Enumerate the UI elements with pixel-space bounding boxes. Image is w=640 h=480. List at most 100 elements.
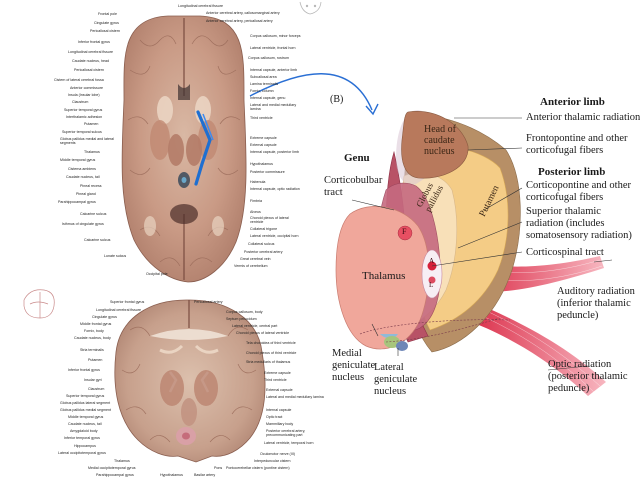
- top-right-label: Fornix, column: [250, 89, 274, 93]
- bottom-left-label: Claustrum: [88, 387, 105, 391]
- a-marker: A: [429, 257, 435, 265]
- top-right-label: Subcallosal area: [250, 75, 277, 79]
- bottom-right-label: Third ventricle: [264, 378, 287, 382]
- bottom-left-label: Insular gyri: [84, 378, 102, 382]
- thalamus-label: Thalamus: [362, 270, 406, 282]
- anterior-thalamic-radiation-label: Anterior thalamic radiation: [526, 112, 640, 123]
- bottom-left-label: Amygdaloid body: [70, 429, 98, 433]
- top-left-label: Parahippocampal gyrus: [58, 200, 96, 204]
- top-right-label: Choroid plexus of lateral ventricle: [250, 216, 289, 225]
- bottom-right-label: Optic tract: [266, 415, 283, 419]
- top-right-label: Lateral ventricle, frontal horn: [250, 46, 296, 50]
- top-right-label: Posterior commissure: [250, 170, 285, 174]
- top-left-label: Isthmus of cingulate gyrus: [62, 222, 104, 226]
- bottom-left-label: Longitudinal cerebral fissure: [96, 308, 141, 312]
- bottom-left-label: Hippocampus: [74, 444, 96, 448]
- top-left-label: Superior temporal sulcus: [62, 130, 102, 134]
- bottom-right-label: Basilar artery: [194, 473, 216, 477]
- bottom-left-label: Globus pallidus lateral segment: [60, 401, 111, 405]
- top-label: Anterior cerebral artery, pericallosal a…: [206, 19, 273, 23]
- top-right-label: Collateral trigone: [250, 227, 278, 231]
- bottom-right-label: Posterior cerebral artery, precommunicat…: [266, 429, 306, 438]
- bottom-left-label: Inferior temporal gyrus: [64, 436, 100, 440]
- panel-letter: (B): [330, 94, 344, 105]
- bottom-left-label: Inferior frontal gyrus: [68, 368, 100, 372]
- bottom-right-label: Internal capsule: [266, 408, 292, 412]
- top-left-label: Pineal gland: [76, 192, 96, 196]
- bottom-left-label: Lateral occipitotemporal gyrus: [58, 451, 106, 455]
- lateral-geniculate-label: Lateral geniculate nucleus: [374, 362, 418, 397]
- bottom-left-label: Caudate nucleus, tail: [68, 422, 102, 426]
- bottom-left-label: Putamen: [88, 358, 103, 362]
- top-right-label: Habenula: [250, 180, 266, 184]
- medial-geniculate-label: Medial geniculate nucleus: [332, 348, 376, 383]
- top-right-label: Alveus: [250, 210, 261, 214]
- bottom-right-label: Extreme capsule: [264, 371, 291, 375]
- top-left-label: Pericallosal cistern: [90, 29, 120, 33]
- bottom-left-label: Parahippocampal gyrus: [96, 473, 134, 477]
- top-left-label: Insula (Insular lobe): [68, 93, 100, 97]
- top-left-label: Occipital pole: [146, 272, 168, 276]
- bottom-right-label: Corpus callosum, body: [226, 310, 263, 314]
- bottom-coronal-section: [114, 299, 266, 463]
- bottom-right-label: Oculomotor nerve (III): [260, 452, 295, 456]
- bottom-left-label: Fornix, body: [84, 329, 104, 333]
- top-right-label: Corpus callosum, minor forceps: [250, 34, 301, 38]
- bottom-left-label: Stria terminalis: [80, 348, 104, 352]
- top-left-label: Superior temporal gyrus: [64, 108, 103, 112]
- bottom-left-label: Superior temporal gyrus: [66, 394, 105, 398]
- bottom-right-label: Choroid plexus of lateral ventricle: [236, 331, 290, 335]
- top-right-label: Vermis of cerebellum: [234, 264, 268, 268]
- bottom-left-label: Superior frontal gyrus: [110, 300, 145, 304]
- bottom-right-label: External capsule: [266, 388, 293, 392]
- top-left-label: Cistern of lateral cerebral fossa: [54, 78, 104, 82]
- bottom-right-label: Mammillary body: [266, 422, 294, 426]
- top-right-label: Internal capsule, genu: [250, 96, 286, 100]
- top-right-label: Lateral and medial medullary lamina: [250, 103, 297, 112]
- top-left-label: Inferior frontal gyrus: [78, 40, 110, 44]
- top-left-label: Cingulate gyrus: [94, 21, 119, 25]
- head-orientation-icon: [299, 1, 322, 15]
- top-left-label: Lunate sulcus: [104, 254, 127, 258]
- top-label: Anterior cerebral artery, callosomargina…: [206, 11, 280, 15]
- anterior-limb-heading: Anterior limb: [540, 96, 605, 108]
- top-right-label: Third ventricle: [250, 116, 273, 120]
- top-left-label: Interthalamic adhesion: [66, 115, 103, 119]
- top-left-label: Globus pallidus medial and lateral segme…: [60, 137, 114, 146]
- top-right-label: Internal capsule, posterior limb: [250, 150, 299, 154]
- top-left-label: Pericallosal cistern: [74, 68, 104, 72]
- top-left-label: Calcarine sulcus: [80, 212, 107, 216]
- top-right-label: Hypothalamus: [250, 162, 273, 166]
- superior-thalamic-radiation-label: Superior thalamic radiation (includes so…: [526, 206, 632, 241]
- bottom-right-label: Lateral and medial medullary lamina: [266, 395, 324, 399]
- top-right-label: Posterior cerebral artery: [244, 250, 283, 254]
- top-axial-section: [121, 15, 247, 283]
- top-right-label: Great cerebral vein: [240, 257, 271, 261]
- corticopontine-label: Corticopontine and other corticofugal fi…: [526, 180, 631, 203]
- top-right-label: Extreme capsule: [250, 136, 277, 140]
- frontopontine-label: Frontopontine and other corticofugal fib…: [526, 133, 628, 156]
- annotation-arrow: [249, 73, 373, 111]
- bottom-right-label: Lateral ventricle, temporal horn: [264, 441, 314, 445]
- bottom-left-label: Globus pallidus medial segment: [60, 408, 111, 412]
- head-caudate-label: Head of caudate nucleus: [424, 124, 456, 158]
- bottom-left-label: Caudate nucleus, body: [74, 336, 111, 340]
- top-left-label: Claustrum: [72, 100, 89, 104]
- bottom-left-label: Middle temporal gyrus: [68, 415, 104, 419]
- bottom-left-label: Cingulate gyrus: [92, 315, 117, 319]
- genu-heading: Genu: [344, 152, 370, 164]
- bottom-left-label: Thalamus: [114, 459, 130, 463]
- posterior-limb-heading: Posterior limb: [538, 166, 606, 178]
- bottom-left-label: Hypothalamus: [160, 473, 183, 477]
- top-left-label: Frontal pole: [98, 12, 117, 16]
- bottom-right-label: Choroid plexus of third ventricle: [246, 351, 297, 355]
- bottom-left-label: Medial occipitotemporal gyrus: [88, 466, 136, 470]
- top-right-label: Collateral sulcus: [248, 242, 275, 246]
- internal-capsule-diagram: [335, 110, 613, 396]
- top-right-label: Internal capsule, anterior limb: [250, 68, 298, 72]
- top-left-label: Anterior commissure: [70, 86, 103, 90]
- bottom-right-label: Septum pellucidum: [226, 317, 257, 321]
- optic-radiation-label: Optic radiation (posterior thalamic pedu…: [548, 359, 628, 394]
